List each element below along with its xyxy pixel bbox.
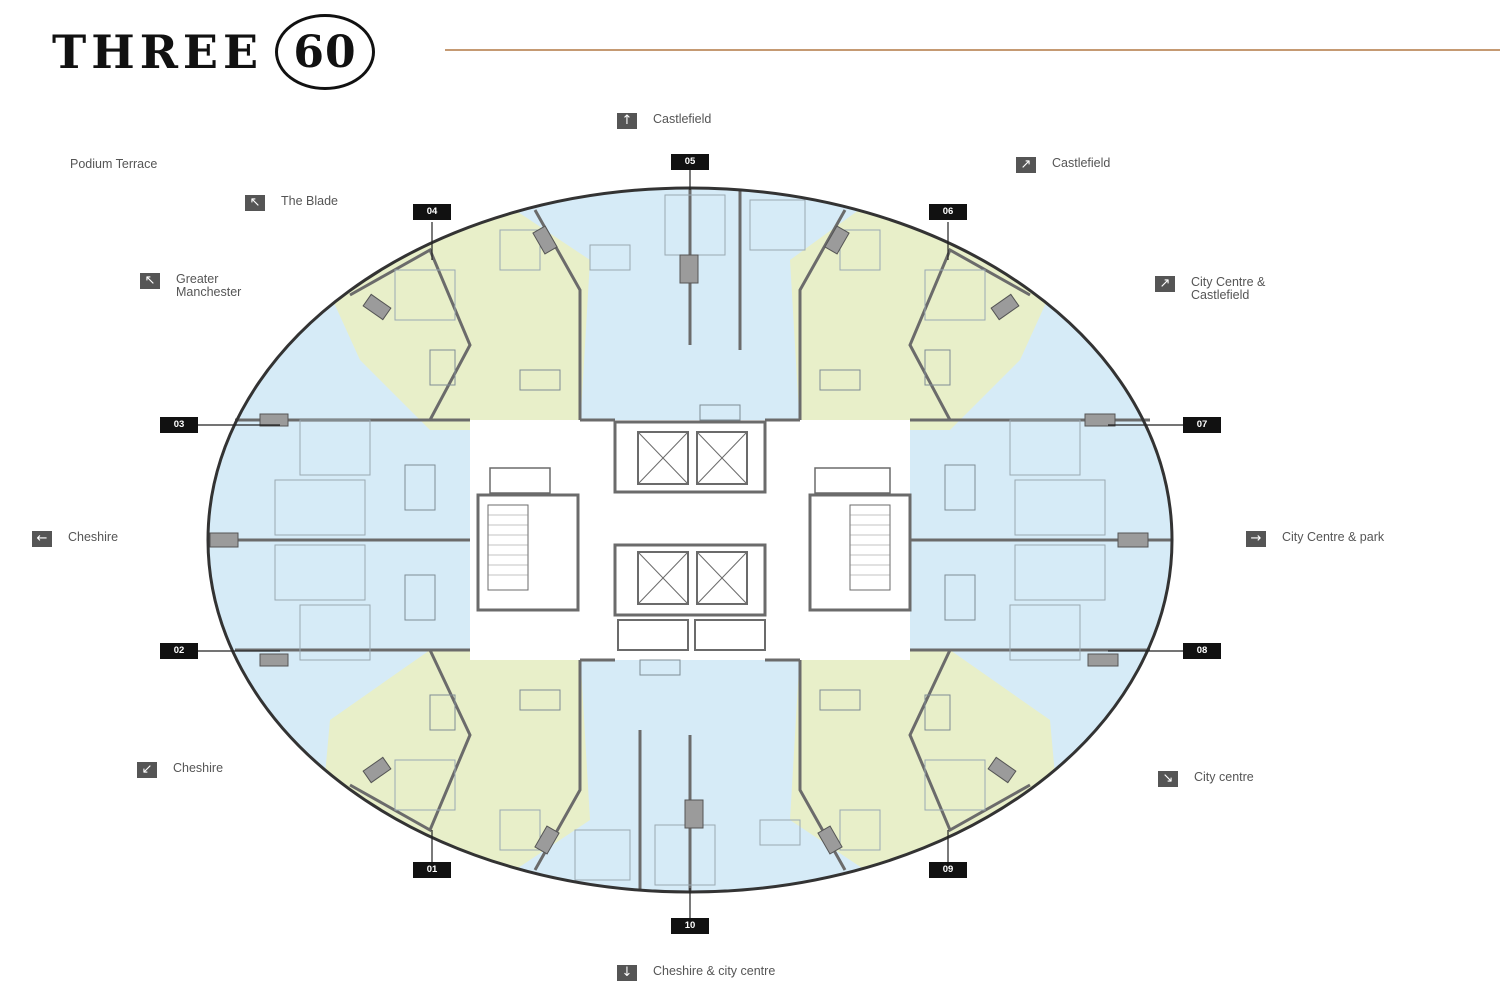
arrow-down-left-icon: ↙: [137, 762, 157, 778]
direction-castlefield-north: ↑ Castlefield: [617, 113, 711, 129]
logo-number-ring: 60: [275, 14, 376, 90]
building-core: [470, 420, 910, 660]
label-castlefield-north: Castlefield: [653, 112, 712, 126]
label-the-blade: The Blade: [281, 194, 338, 208]
unit-tag-03: 03: [160, 417, 198, 433]
label-podium-terrace: Podium Terrace: [70, 157, 158, 171]
arrow-up-right-icon: ↗: [1155, 276, 1175, 292]
direction-city-centre-castlefield: ↗ City Centre &Castlefield: [1155, 276, 1265, 302]
direction-city-centre-park: → City Centre & park: [1246, 531, 1384, 547]
arrow-up-left-icon: ↖: [140, 273, 160, 289]
label-cheshire-southwest: Cheshire: [173, 761, 224, 775]
unit-tag-10: 10: [671, 918, 709, 934]
unit-tag-02: 02: [160, 643, 198, 659]
unit-tag-06: 06: [929, 204, 967, 220]
arrow-left-icon: ←: [32, 531, 52, 547]
arrow-up-left-icon: ↖: [245, 195, 265, 211]
arrow-down-right-icon: ↘: [1158, 771, 1178, 787]
unit-tag-08: 08: [1183, 643, 1221, 659]
arrow-up-icon: ↑: [617, 113, 637, 129]
arrow-right-icon: →: [1246, 531, 1266, 547]
direction-cheshire-southwest: ↙ Cheshire: [137, 762, 223, 778]
label-cheshire-west: Cheshire: [68, 530, 119, 544]
label-castlefield-northeast: Castlefield: [1052, 156, 1111, 170]
label-city-centre-park: City Centre & park: [1282, 530, 1385, 544]
direction-castlefield-northeast: ↗ Castlefield: [1016, 157, 1110, 173]
label-city-centre-southeast: City centre: [1194, 770, 1254, 784]
unit-tag-09: 09: [929, 862, 967, 878]
unit-tag-05: 05: [671, 154, 709, 170]
header-rule: [445, 49, 1500, 51]
logo-word: THREE: [52, 25, 264, 79]
unit-tag-01: 01: [413, 862, 451, 878]
direction-the-blade: ↖ The Blade: [245, 195, 338, 211]
unit-tag-04: 04: [413, 204, 451, 220]
arrow-down-icon: ↓: [617, 965, 637, 981]
direction-cheshire-west: ← Cheshire: [32, 531, 118, 547]
direction-cheshire-city-centre: ↓ Cheshire & city centre: [617, 965, 775, 981]
logo: THREE 60: [52, 14, 376, 90]
direction-city-centre-southeast: ↘ City centre: [1158, 771, 1254, 787]
arrow-up-right-icon: ↗: [1016, 157, 1036, 173]
unit-tag-07: 07: [1183, 417, 1221, 433]
label-cheshire-city-centre: Cheshire & city centre: [653, 964, 776, 978]
label-city-centre-castlefield: City Centre &Castlefield: [1191, 275, 1266, 302]
